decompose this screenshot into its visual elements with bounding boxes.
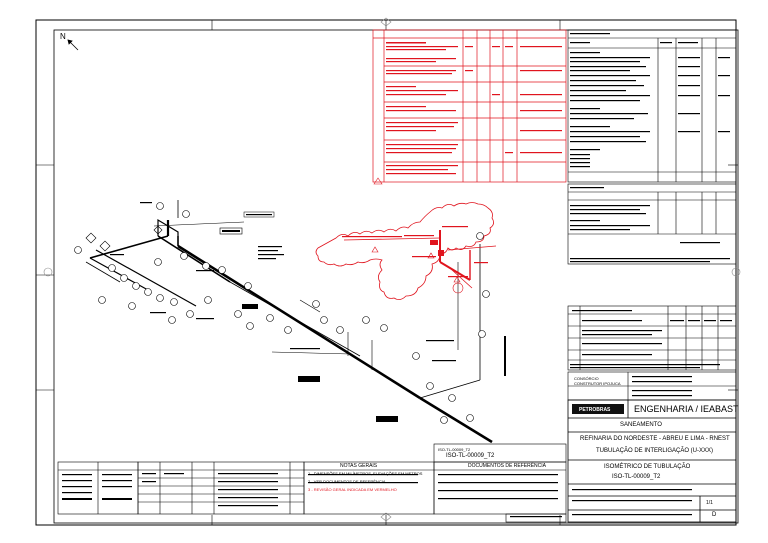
- company-name: PETROBRAS: [579, 407, 611, 413]
- note-2: 2 - VER DOCUMENTOS DE REFERÊNCIA: [308, 479, 386, 484]
- section-title: SANEAMENTO: [620, 422, 662, 428]
- title-block-text-marks: [62, 310, 732, 518]
- bill-of-materials: [567, 29, 737, 265]
- piping-isometric: [85, 200, 493, 444]
- revision-red-triangles: [371, 246, 461, 283]
- bottom-tables: [57, 443, 567, 523]
- project-line2: TUBULAÇÃO DE INTERLIGAÇÃO (U-XXX): [596, 448, 714, 454]
- petrobras-logo-icon: [572, 404, 624, 414]
- line-tag-boxes: [110, 202, 506, 422]
- drawing-number-box: ISO-TL-00009_T2: [446, 453, 495, 459]
- department-label: ENGENHARIA / IEABAST: [634, 404, 739, 414]
- revision-triangle-icon: [373, 177, 383, 185]
- note-3: 3 - REVISÃO GERAL INDICADA EM VERMELHO: [308, 487, 397, 492]
- revision-table: [372, 29, 567, 183]
- revision-table-text-marks: [386, 42, 562, 175]
- revision-red-text-marks: [342, 226, 488, 278]
- revision-cloud-icon: [315, 202, 494, 300]
- drawing-number-small: ISO-TL-00009_T2: [438, 447, 471, 452]
- spec-break-diamonds: [85, 225, 163, 252]
- bom-text-marks: [570, 33, 730, 263]
- center-marks: [43, 17, 741, 522]
- title-block-frame: [567, 399, 737, 523]
- note-1: 1 - DIMENSÕES EM MILÍMETROS, ELEVAÇÕES E…: [308, 471, 423, 476]
- drawing-title-line1: ISOMÉTRICO DE TUBULAÇÃO: [604, 464, 691, 470]
- consortium-line1: CONSÓRCIO: [574, 376, 599, 381]
- notes-header: NOTAS GERAIS: [340, 463, 378, 469]
- north-arrow-icon: [67, 39, 79, 51]
- drawing-title-line2: ISO-TL-00009_T2: [612, 474, 661, 480]
- sheet-number: 1/1: [706, 500, 713, 506]
- consortium-line2: CONSTRUTOR IPOJUCA: [574, 381, 621, 386]
- balloon-callouts: [74, 202, 490, 424]
- references-header: DOCUMENTOS DE REFERÊNCIA: [468, 463, 546, 469]
- revision-letter: D: [712, 512, 717, 518]
- project-line1: REFINARIA DO NORDESTE - ABREU E LIMA - R…: [580, 436, 730, 442]
- north-label: N: [60, 32, 66, 41]
